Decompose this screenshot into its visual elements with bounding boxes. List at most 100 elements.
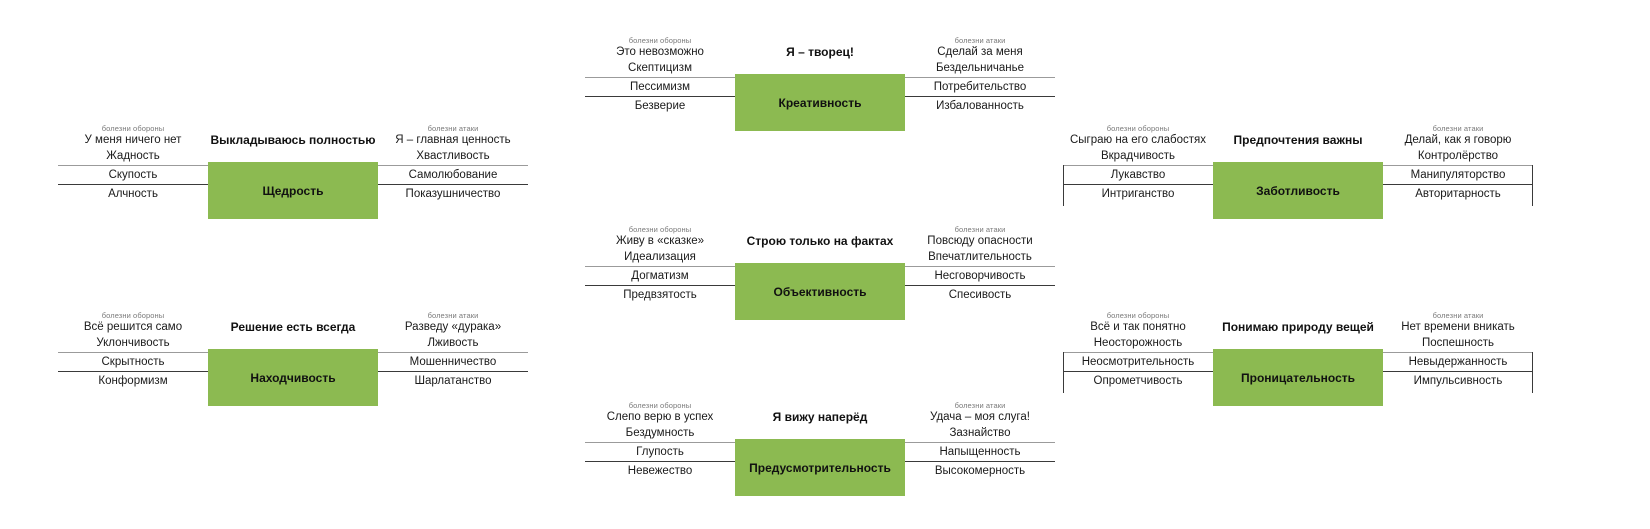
attack-word-1: Несговорчивость	[934, 270, 1026, 282]
defense-column: болезни обороны Это невозможно Скептициз…	[585, 36, 735, 131]
virtue-block-objectivity: болезни обороны Живу в «сказке» Идеализа…	[585, 225, 1055, 320]
virtue-block-resourcefulness: болезни обороны Всё решится само Уклончи…	[58, 311, 528, 406]
core-column: Решение есть всегда Находчивость	[208, 311, 378, 406]
attack-rule-bottom	[1383, 184, 1533, 185]
core-slogan: Я вижу наперёд	[772, 410, 868, 424]
core-column: Я – творец! Креативность	[735, 36, 905, 131]
defense-word-list: Скептицизм Пессимизм Безверие	[585, 59, 735, 116]
attack-rule-top	[378, 165, 528, 166]
defense-word-1: Глупость	[636, 446, 684, 458]
attack-caption: болезни атаки	[954, 225, 1006, 234]
core-label: Предусмотрительность	[749, 460, 891, 475]
attack-word-list: Контролёрство Манипуляторство Авторитарн…	[1383, 147, 1533, 204]
defense-rule-top	[585, 266, 735, 267]
attack-word-2: Шарлатанство	[414, 375, 492, 387]
defense-motto: Всё и так понятно	[1090, 321, 1186, 333]
defense-word-0: Жадность	[106, 150, 160, 162]
core-column: Строю только на фактах Объективность	[735, 225, 905, 320]
core-slogan: Я – творец!	[786, 45, 854, 59]
core-label: Креативность	[778, 95, 862, 110]
attack-word-2: Показушничество	[405, 188, 501, 200]
defense-rule-top	[58, 352, 208, 353]
core-box-resourcefulness[interactable]: Находчивость	[208, 349, 378, 406]
attack-word-list: Лживость Мошенничество Шарлатанство	[378, 334, 528, 391]
core-box-caring[interactable]: Заботливость	[1213, 162, 1383, 219]
defense-word-list: Жадность Скупость Алчность	[58, 147, 208, 204]
defense-motto: Сыграю на его слабостях	[1069, 134, 1207, 146]
defense-column: болезни обороны Сыграю на его слабостях …	[1063, 124, 1213, 219]
defense-rule-top	[585, 77, 735, 78]
attack-word-2: Высокомерность	[934, 465, 1026, 477]
defense-word-0: Бездумность	[625, 427, 695, 439]
defense-caption: болезни обороны	[628, 225, 692, 234]
defense-rule-top	[58, 165, 208, 166]
virtue-block-caring: болезни обороны Сыграю на его слабостях …	[1063, 124, 1533, 219]
attack-rule-top	[1383, 352, 1533, 353]
defense-word-1: Скупость	[108, 169, 158, 181]
defense-word-2: Конформизм	[98, 375, 168, 387]
defense-caption: болезни обороны	[628, 401, 692, 410]
virtue-block-creativity: болезни обороны Это невозможно Скептициз…	[585, 36, 1055, 131]
defense-rule-bottom	[585, 461, 735, 462]
core-label: Проницательность	[1240, 370, 1355, 385]
defense-rule-bottom	[585, 96, 735, 97]
defense-word-1: Догматизм	[631, 270, 689, 282]
defense-word-list: Вкрадчивость Лукавство Интриганство	[1063, 147, 1213, 204]
attack-word-0: Зазнайство	[949, 427, 1011, 439]
attack-word-1: Невыдержанность	[1408, 356, 1508, 368]
core-box-insight[interactable]: Проницательность	[1213, 349, 1383, 406]
attack-rule-bottom	[905, 285, 1055, 286]
defense-word-list: Бездумность Глупость Невежество	[585, 424, 735, 481]
defense-caption: болезни обороны	[1106, 124, 1170, 133]
core-slogan: Предпочтения важны	[1233, 133, 1363, 147]
core-box-creativity[interactable]: Креативность	[735, 74, 905, 131]
core-box-generosity[interactable]: Щедрость	[208, 162, 378, 219]
attack-rule-top	[905, 77, 1055, 78]
defense-word-2: Опрометчивость	[1093, 375, 1183, 387]
defense-rule-top	[585, 442, 735, 443]
core-slogan: Понимаю природу вещей	[1222, 320, 1374, 334]
attack-column: болезни атаки Я – главная ценность Хваст…	[378, 124, 528, 219]
attack-motto: Сделай за меня	[937, 46, 1023, 58]
defense-motto: Всё решится само	[83, 321, 183, 333]
defense-word-list: Идеализация Догматизм Предвзятость	[585, 248, 735, 305]
attack-word-list: Зазнайство Напыщенность Высокомерность	[905, 424, 1055, 481]
block-edge-tick-right	[1532, 352, 1533, 393]
attack-column: болезни атаки Повсюду опасности Впечатли…	[905, 225, 1055, 320]
defense-motto: Слепо верю в успех	[606, 411, 714, 423]
defense-motto: Живу в «сказке»	[615, 235, 705, 247]
core-box-objectivity[interactable]: Объективность	[735, 263, 905, 320]
core-box-foresight[interactable]: Предусмотрительность	[735, 439, 905, 496]
defense-rule-bottom	[1063, 184, 1213, 185]
attack-word-0: Впечатлительность	[928, 251, 1032, 263]
attack-motto: Удача – моя слуга!	[930, 411, 1030, 423]
attack-column: болезни атаки Нет времени вникать Поспеш…	[1383, 311, 1533, 406]
attack-rule-bottom	[905, 96, 1055, 97]
attack-word-2: Избалованность	[936, 100, 1024, 112]
attack-word-0: Хвастливость	[416, 150, 490, 162]
defense-word-2: Предвзятость	[623, 289, 697, 301]
block-edge-tick-right	[1532, 165, 1533, 206]
virtue-block-generosity: болезни обороны У меня ничего нет Жаднос…	[58, 124, 528, 219]
defense-rule-top	[1063, 352, 1213, 353]
attack-column: болезни атаки Удача – моя слуга! Зазнайс…	[905, 401, 1055, 496]
defense-rule-bottom	[585, 285, 735, 286]
defense-column: болезни обороны Всё и так понятно Неосто…	[1063, 311, 1213, 406]
core-label: Заботливость	[1256, 183, 1340, 198]
attack-rule-bottom	[378, 371, 528, 372]
attack-rule-top	[905, 266, 1055, 267]
defense-caption: болезни обороны	[1106, 311, 1170, 320]
attack-rule-bottom	[1383, 371, 1533, 372]
attack-motto: Я – главная ценность	[395, 134, 511, 146]
defense-motto: Это невозможно	[616, 46, 704, 58]
attack-word-list: Бездельничанье Потребительство Избалован…	[905, 59, 1055, 116]
attack-word-2: Спесивость	[948, 289, 1012, 301]
attack-caption: болезни атаки	[427, 311, 479, 320]
attack-word-0: Лживость	[427, 337, 479, 349]
attack-word-0: Бездельничанье	[935, 62, 1025, 74]
defense-caption: болезни обороны	[628, 36, 692, 45]
defense-word-2: Невежество	[627, 465, 693, 477]
attack-word-1: Манипуляторство	[1410, 169, 1506, 181]
attack-motto: Делай, как я говорю	[1404, 134, 1512, 146]
attack-rule-top	[1383, 165, 1533, 166]
